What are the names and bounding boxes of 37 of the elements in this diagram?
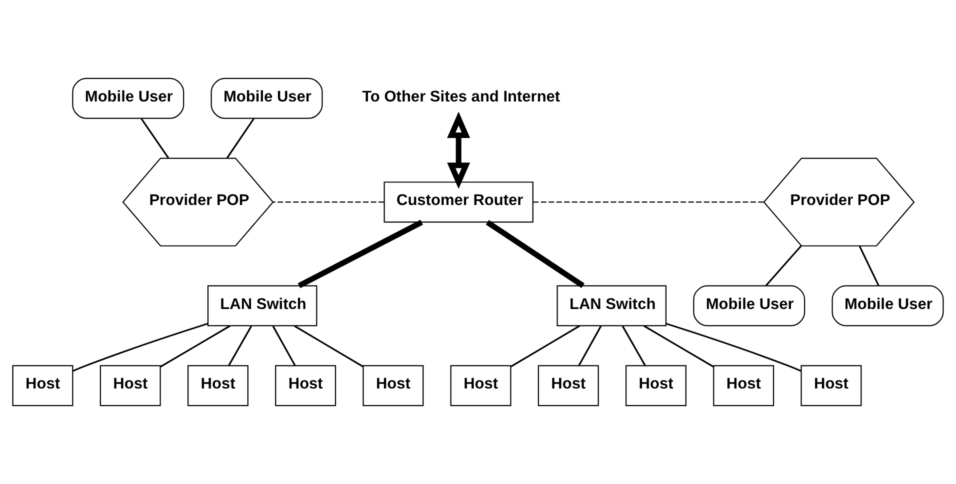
connector [272, 326, 296, 366]
node-box: Host [450, 365, 512, 406]
node-box: Host [275, 365, 336, 406]
connector [765, 245, 802, 286]
connector [578, 326, 602, 366]
node-box: Host [800, 365, 862, 406]
connector [72, 322, 208, 372]
node-box: Host [362, 365, 424, 406]
arrow [447, 112, 470, 189]
node-box: Mobile User [693, 285, 806, 326]
node-box: Host [12, 365, 74, 406]
node-box: LAN Switch [207, 285, 318, 326]
connector [858, 246, 880, 286]
connector [160, 325, 230, 368]
node-box: LAN Switch [556, 285, 667, 326]
connector [510, 325, 580, 368]
node-box: Host [625, 365, 686, 406]
connector [486, 220, 584, 288]
connector [228, 326, 252, 366]
connector [533, 202, 764, 203]
node-text: To Other Sites and Internet [362, 88, 560, 106]
connector [226, 118, 255, 158]
connector [666, 322, 802, 372]
node-box: Customer Router [384, 182, 534, 223]
node-box: Mobile User [72, 78, 184, 119]
connector [294, 325, 364, 368]
connector [298, 220, 423, 288]
node-box: Host [538, 365, 599, 406]
node-box: Host [100, 365, 161, 406]
node-box: Mobile User [832, 285, 944, 326]
connector [622, 326, 646, 366]
node-box: Mobile User [210, 78, 323, 119]
node-box: Host [187, 365, 248, 406]
connector [140, 118, 170, 158]
connector [643, 325, 714, 368]
connector [273, 202, 384, 203]
node-box: Host [713, 365, 774, 406]
